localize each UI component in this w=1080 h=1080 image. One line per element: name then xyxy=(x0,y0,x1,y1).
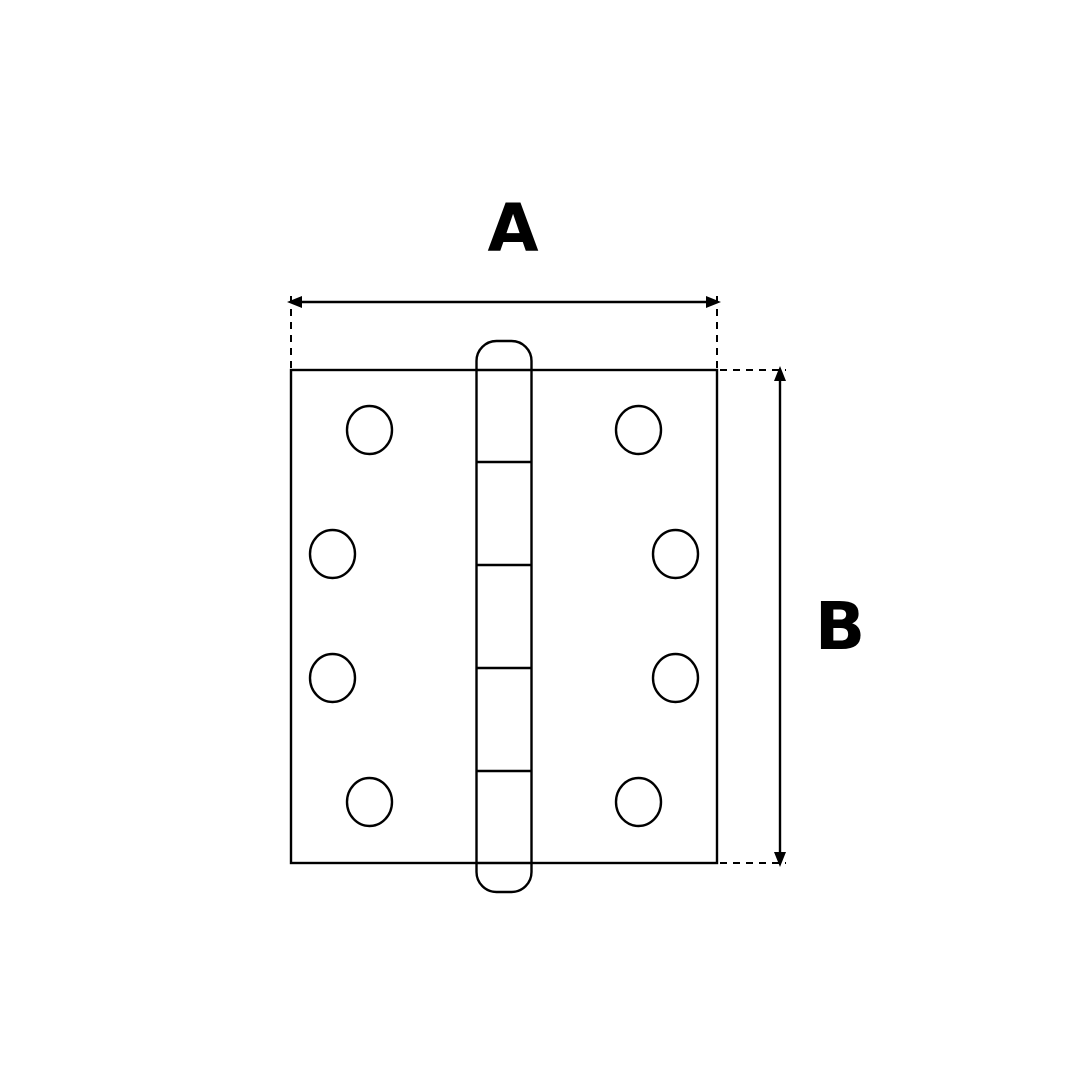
screw-hole xyxy=(345,404,394,456)
arrowhead xyxy=(774,852,786,867)
width-dimension xyxy=(287,296,721,368)
screw-hole xyxy=(308,652,357,704)
screw-hole xyxy=(651,528,700,580)
screw-hole xyxy=(345,776,394,828)
arrowhead xyxy=(774,366,786,381)
screw-hole xyxy=(614,404,663,456)
screw-hole xyxy=(651,652,700,704)
height-dimension-label: B xyxy=(814,588,866,665)
width-dimension-label: A xyxy=(487,190,539,267)
barrel-outline xyxy=(475,339,533,894)
screw-hole xyxy=(308,528,357,580)
height-dimension xyxy=(720,366,786,867)
right-leaf-screw-holes xyxy=(614,404,700,828)
arrowhead xyxy=(287,296,302,308)
hinge-barrel xyxy=(475,339,533,894)
arrowhead xyxy=(706,296,721,308)
left-leaf-screw-holes xyxy=(308,404,394,828)
screw-hole xyxy=(614,776,663,828)
